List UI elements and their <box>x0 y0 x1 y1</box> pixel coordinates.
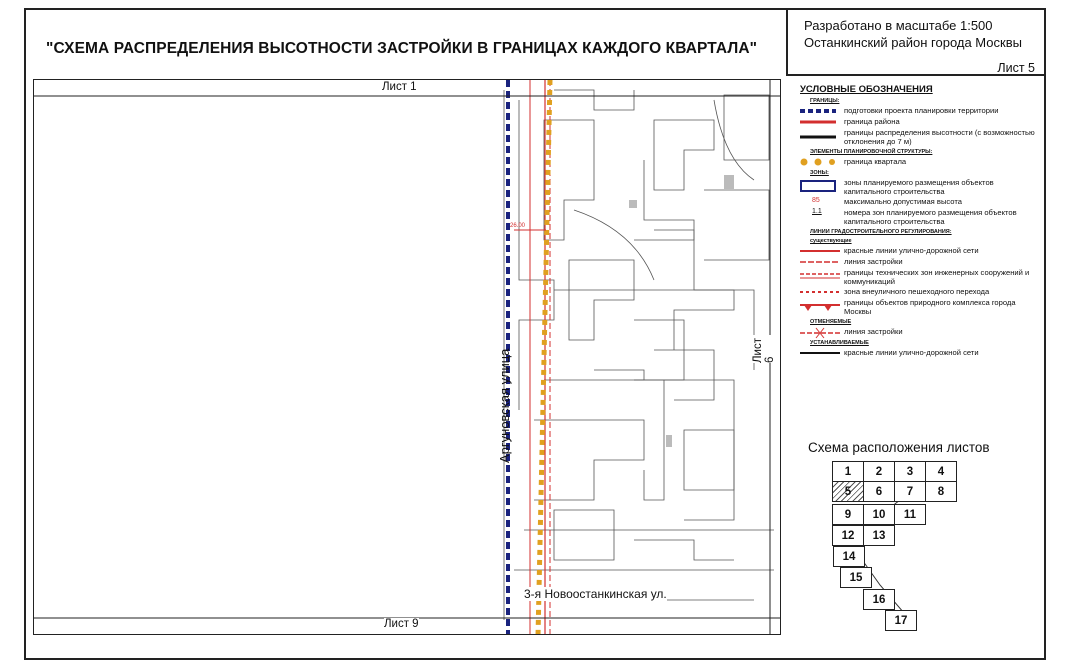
legend-item-zone-placement: зоны планируемого размещения объектов ка… <box>800 178 1040 196</box>
sheet-cell-7[interactable]: 7 <box>894 481 926 502</box>
sheet-cell-12[interactable]: 12 <box>832 525 864 546</box>
map-panel[interactable]: Лист 1 Лист 9 Лист 6 Аргуновская улица 3… <box>33 79 781 635</box>
legend-item-new-red-lines: красные линии улично-дорожной сети <box>800 348 979 357</box>
legend-section-existing: существующие <box>810 238 852 244</box>
legend-item-district-boundary: граница района <box>800 117 900 126</box>
legend-item-height-boundary: границы распределения высотности (с возм… <box>800 128 1035 146</box>
legend-item-project-boundary: подготовки проекта планировки территории <box>800 106 999 115</box>
legend-section-structure: ЭЛЕМЕНТЫ ПЛАНИРОВОЧНОЙ СТРУКТУРЫ: <box>810 149 933 155</box>
sheet-cell-6[interactable]: 6 <box>863 481 895 502</box>
legend-section-cancelled: ОТМЕНЯЕМЫЕ <box>810 319 852 325</box>
legend-item-building-line: линия застройки <box>800 257 903 266</box>
sheet-index-title: Схема расположения листов <box>808 440 990 455</box>
legend-section-boundaries: ГРАНИЦЫ: <box>810 98 840 104</box>
sheet-cell-11[interactable]: 11 <box>894 504 926 525</box>
legend: УСЛОВНЫЕ ОБОЗНАЧЕНИЯ ГРАНИЦЫ: подготовки… <box>800 84 1040 359</box>
label-sheet-9: Лист 9 <box>384 618 419 630</box>
legend-item-red-lines: красные линии улично-дорожной сети <box>800 246 979 255</box>
sheet-cell-4[interactable]: 4 <box>925 461 957 482</box>
sheet-cell-10[interactable]: 10 <box>863 504 895 525</box>
sheet-cell-17[interactable]: 17 <box>885 610 917 631</box>
sheet-cell-13[interactable]: 13 <box>863 525 895 546</box>
sheet-cell-16[interactable]: 16 <box>863 589 895 610</box>
legend-item-natural-complex: границы объектов природного комплекса го… <box>800 298 1040 316</box>
stamp-district: Останкинский район города Москвы <box>804 35 1022 50</box>
street-novoostankinskaya: 3-я Новоостанкинская ул. <box>524 587 667 601</box>
sheet-cell-1[interactable]: 1 <box>832 461 864 482</box>
sheet-cell-2[interactable]: 2 <box>863 461 895 482</box>
sheet-cell-9[interactable]: 9 <box>832 504 864 525</box>
sheet-cell-14[interactable]: 14 <box>833 546 865 567</box>
street-argunovskaya: Аргуновская улица <box>497 348 512 463</box>
sheet-cell-3[interactable]: 3 <box>894 461 926 482</box>
legend-item-tech-zones: границы технических зон инженерных соору… <box>800 268 1030 286</box>
legend-title: УСЛОВНЫЕ ОБОЗНАЧЕНИЯ <box>800 84 933 95</box>
legend-item-zone-numbers: 1.1 номера зон планируемого размещения о… <box>812 208 1017 226</box>
stamp-scale: Разработано в масштабе 1:500 <box>804 18 993 33</box>
sheet-cell-5-current[interactable]: 5 <box>832 481 864 502</box>
sheet-number: Лист 5 <box>997 61 1035 75</box>
page-title: "СХЕМА РАСПРЕДЕЛЕНИЯ ВЫСОТНОСТИ ЗАСТРОЙК… <box>46 40 758 57</box>
legend-item-block-boundary: граница квартала <box>800 157 1040 167</box>
legend-item-max-height: 85 максимально допустимая высота <box>812 197 962 206</box>
label-sheet-1: Лист 1 <box>382 81 417 93</box>
map-drawing <box>34 80 780 634</box>
title-stamp: Разработано в масштабе 1:500 Останкински… <box>786 8 1046 76</box>
legend-item-pedestrian-zone: зона внеуличного пешеходного перехода <box>800 287 990 296</box>
sheet-cell-8[interactable]: 8 <box>925 481 957 502</box>
dimension-label: 26.00 <box>510 223 526 229</box>
legend-section-regulation: ЛИНИИ ГРАДОСТРОИТЕЛЬНОГО РЕГУЛИРОВАНИЯ: <box>810 229 952 235</box>
label-sheet-6: Лист 6 <box>752 335 776 363</box>
legend-section-zones: ЗОНЫ: <box>810 170 829 176</box>
legend-section-established: УСТАНАВЛИВАЕМЫЕ <box>810 340 869 346</box>
sheet-cell-15[interactable]: 15 <box>840 567 872 588</box>
legend-item-cancelled-building-line: линия застройки <box>800 327 1040 339</box>
